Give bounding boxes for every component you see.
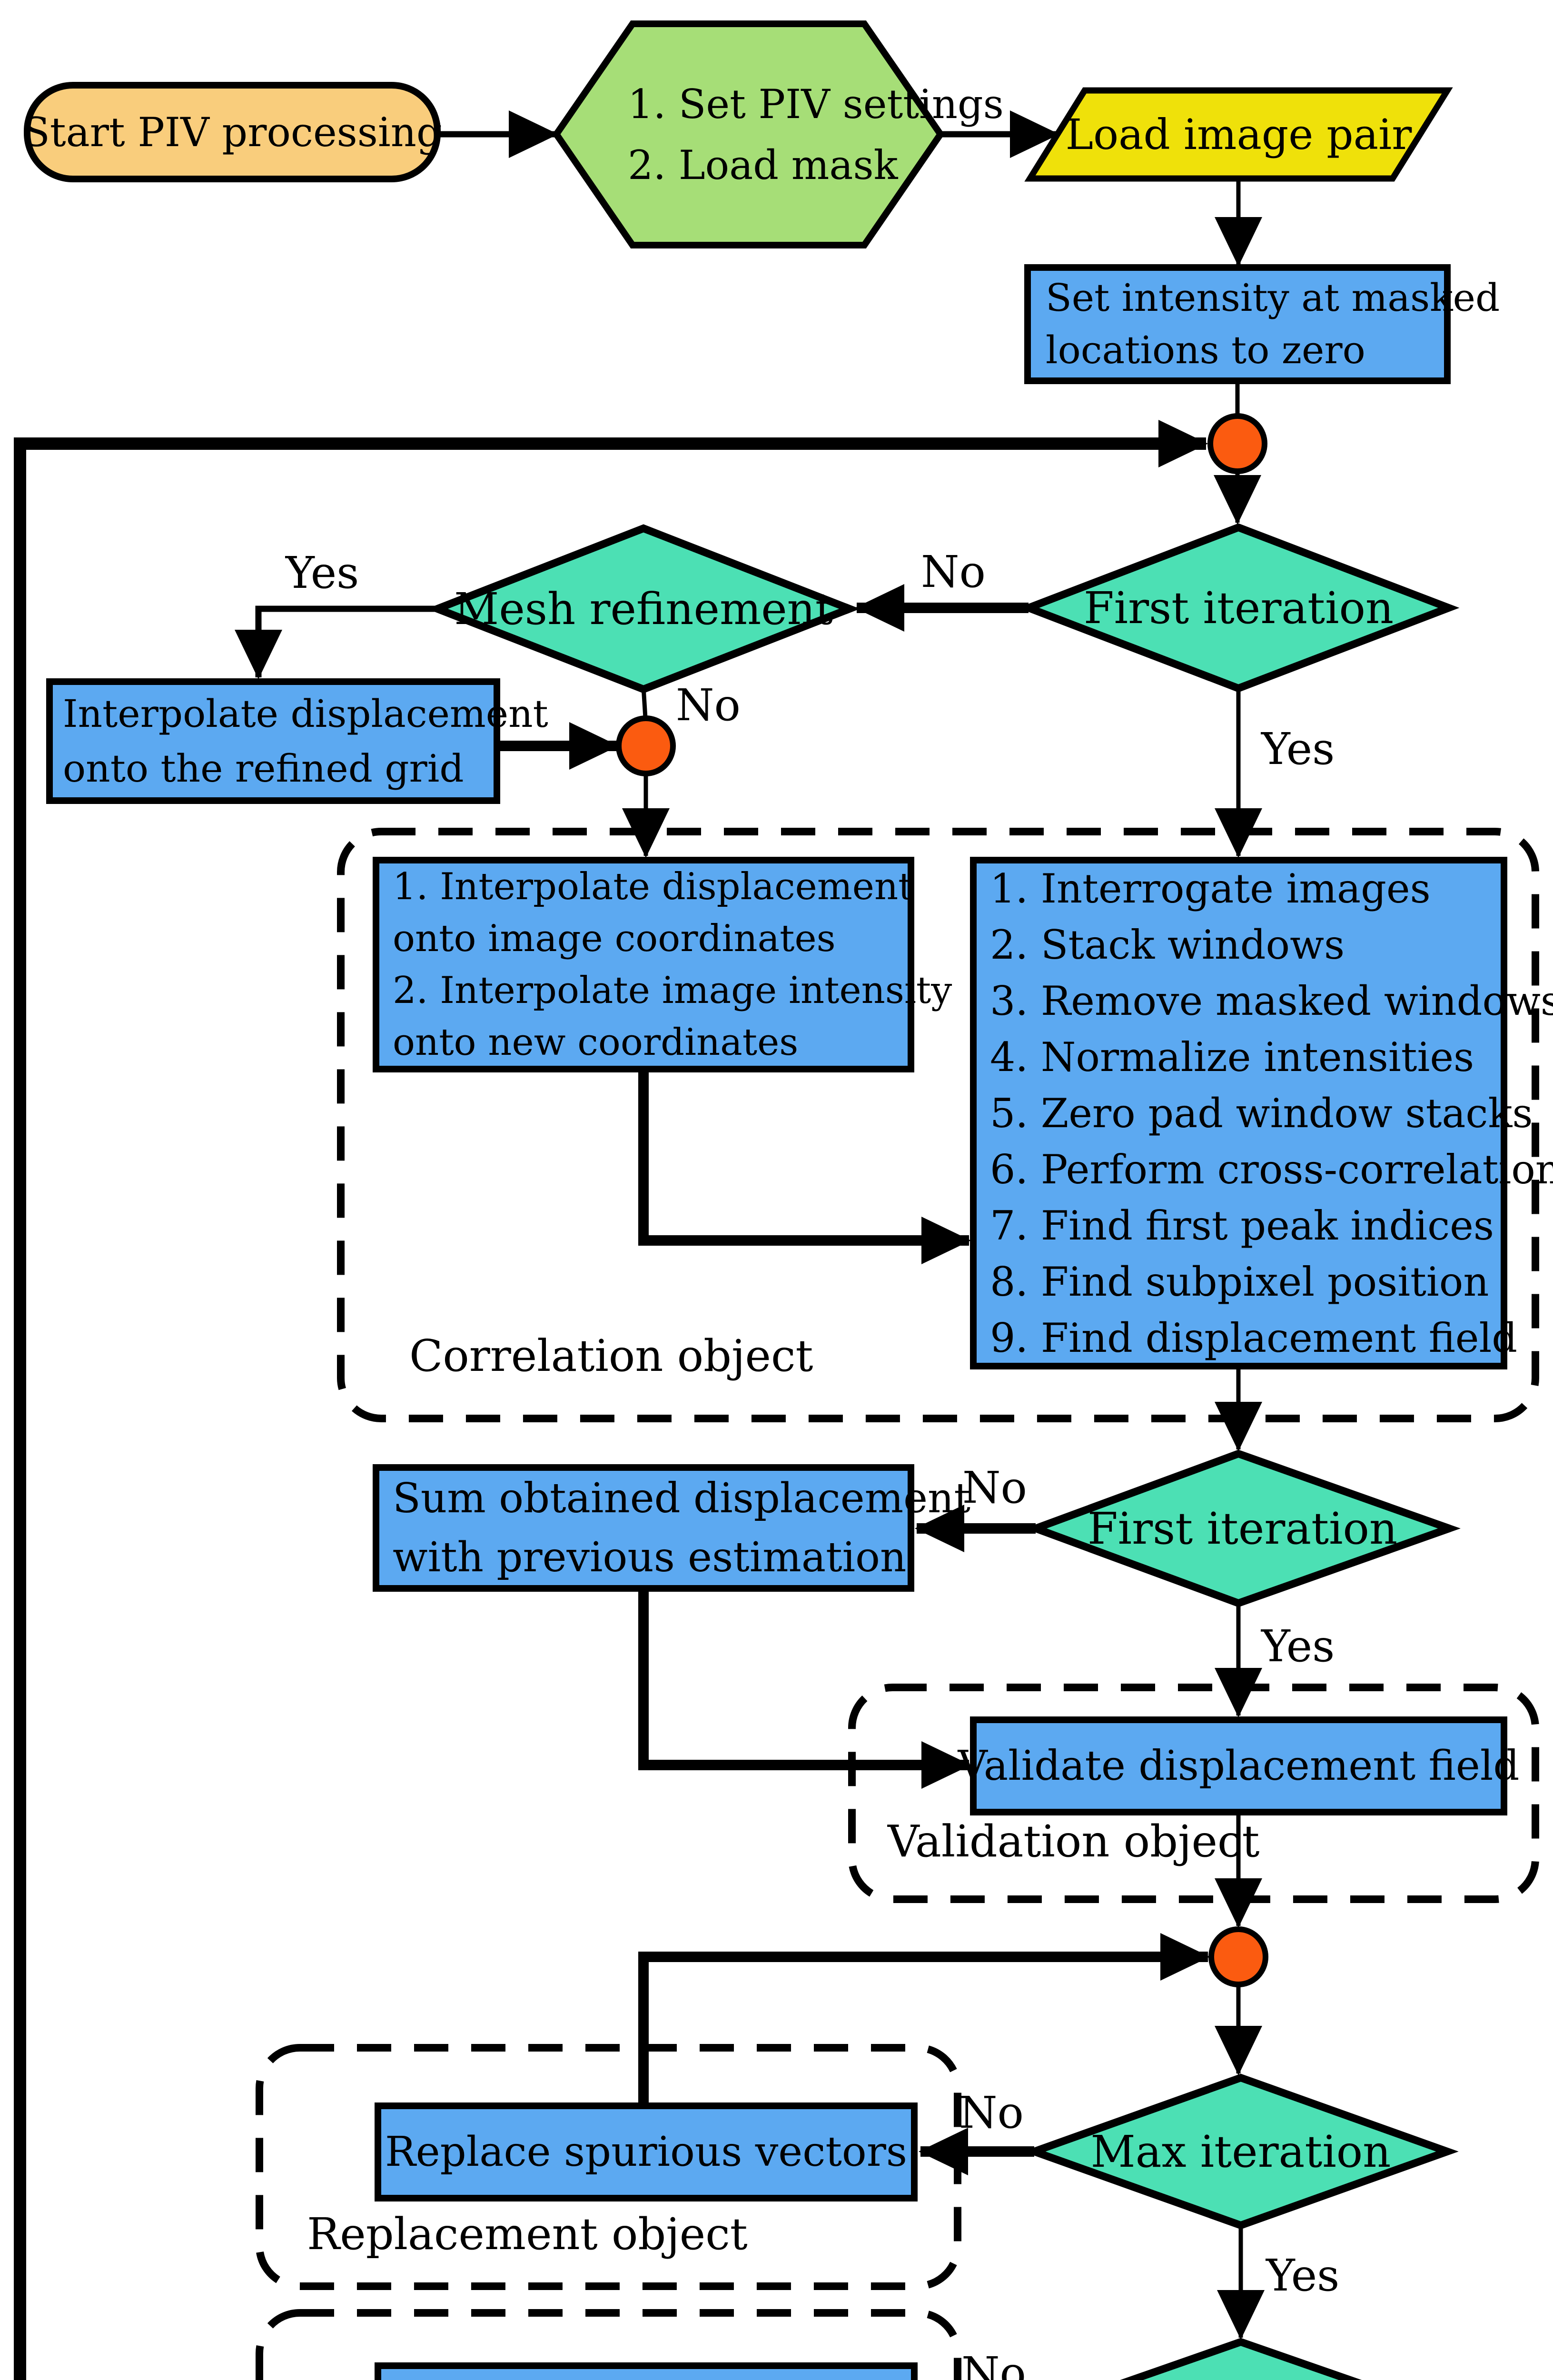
edge-corrinterp-corrsteps <box>638 1069 971 1264</box>
correlation-steps-label: 1. Interrogate images 2. Stack windows 3… <box>990 865 1553 1361</box>
set-intensity-box-shape <box>1024 264 1451 384</box>
validation-container-label: Validation object <box>888 1816 1260 1867</box>
correlation-steps-box-shape <box>970 857 1507 1369</box>
no-label-max-iteration: No <box>959 2087 1024 2138</box>
correlation-interp-box-shape <box>373 857 914 1072</box>
yes-label-first-iteration-1: Yes <box>1261 724 1335 774</box>
edge-sum-validate <box>638 1588 971 1789</box>
correlation-container-label: Correlation object <box>409 1330 813 1381</box>
junction-circle-3 <box>1208 1926 1268 1987</box>
last-iteration-label: Last iteration <box>1036 2342 1446 2380</box>
validation-container <box>848 1684 1539 1903</box>
yes-label-max-iteration: Yes <box>1266 2250 1340 2301</box>
correlation-interp-label: 1. Interpolate displacement onto image c… <box>393 865 952 1064</box>
junction-circle-2 <box>616 715 676 776</box>
flow-arrows <box>14 110 1265 2380</box>
junction-circle-1 <box>1207 413 1267 474</box>
load-image-parallelogram-shape <box>1024 87 1453 182</box>
no-label-first-iteration-2: No <box>962 1462 1027 1513</box>
smooth-box-shape <box>375 2362 918 2380</box>
smoothn-container <box>256 2309 961 2380</box>
mesh-refinement-label: Mesh refinement <box>454 583 833 635</box>
sum-displacement-label: Sum obtained displacement with previous … <box>393 1475 970 1581</box>
no-label-mesh: No <box>676 680 741 731</box>
start-terminator-label: Start PIV processing <box>22 109 442 156</box>
replacement-container-label: Replacement object <box>307 2209 748 2260</box>
no-label-first-iteration-1: No <box>921 546 986 597</box>
validate-label: Validate displacement field <box>958 1742 1520 1790</box>
mesh-refinement-diamond <box>426 524 861 694</box>
edge-mesh-yes-interp <box>235 605 437 679</box>
sum-displacement-box-shape <box>373 1464 914 1592</box>
smooth-field-label: Smooth displacement field <box>378 2366 914 2380</box>
max-iteration-diamond <box>1023 2073 1459 2230</box>
replace-vectors-label: Replace spurious vectors <box>385 2128 907 2176</box>
first-iteration-diamond-2 <box>1024 1449 1461 1607</box>
yes-label-mesh: Yes <box>286 547 359 598</box>
first-iteration-2-label: First iteration <box>1087 1503 1398 1554</box>
settings-hexagon-shape <box>552 20 945 248</box>
settings-hexagon-label: 1. Set PIV settings 2. Load mask <box>628 80 1004 188</box>
interpolate-grid-label: Interpolate displacement onto the refine… <box>63 692 548 791</box>
yes-label-first-iteration-2: Yes <box>1261 1621 1335 1672</box>
validate-box-shape <box>970 1716 1507 1815</box>
load-image-label: Load image pair <box>1065 110 1412 159</box>
interpolate-grid-box-shape <box>46 678 500 804</box>
last-iteration-diamond <box>1120 2338 1362 2380</box>
start-terminator-shape <box>24 82 441 182</box>
replace-vectors-box-shape <box>375 2102 918 2202</box>
first-iteration-diamond-1 <box>1018 523 1460 693</box>
first-iteration-1-label: First iteration <box>1083 582 1394 634</box>
no-label-last-iteration: No <box>961 2348 1026 2380</box>
edge-smooth-loopback-junction1 <box>14 420 1208 2380</box>
set-intensity-label: Set intensity at masked locations to zer… <box>1046 276 1500 372</box>
edge-replace-junction3 <box>638 1933 1210 2106</box>
correlation-container <box>337 828 1539 1422</box>
max-iteration-label: Max iteration <box>1090 2126 1391 2177</box>
